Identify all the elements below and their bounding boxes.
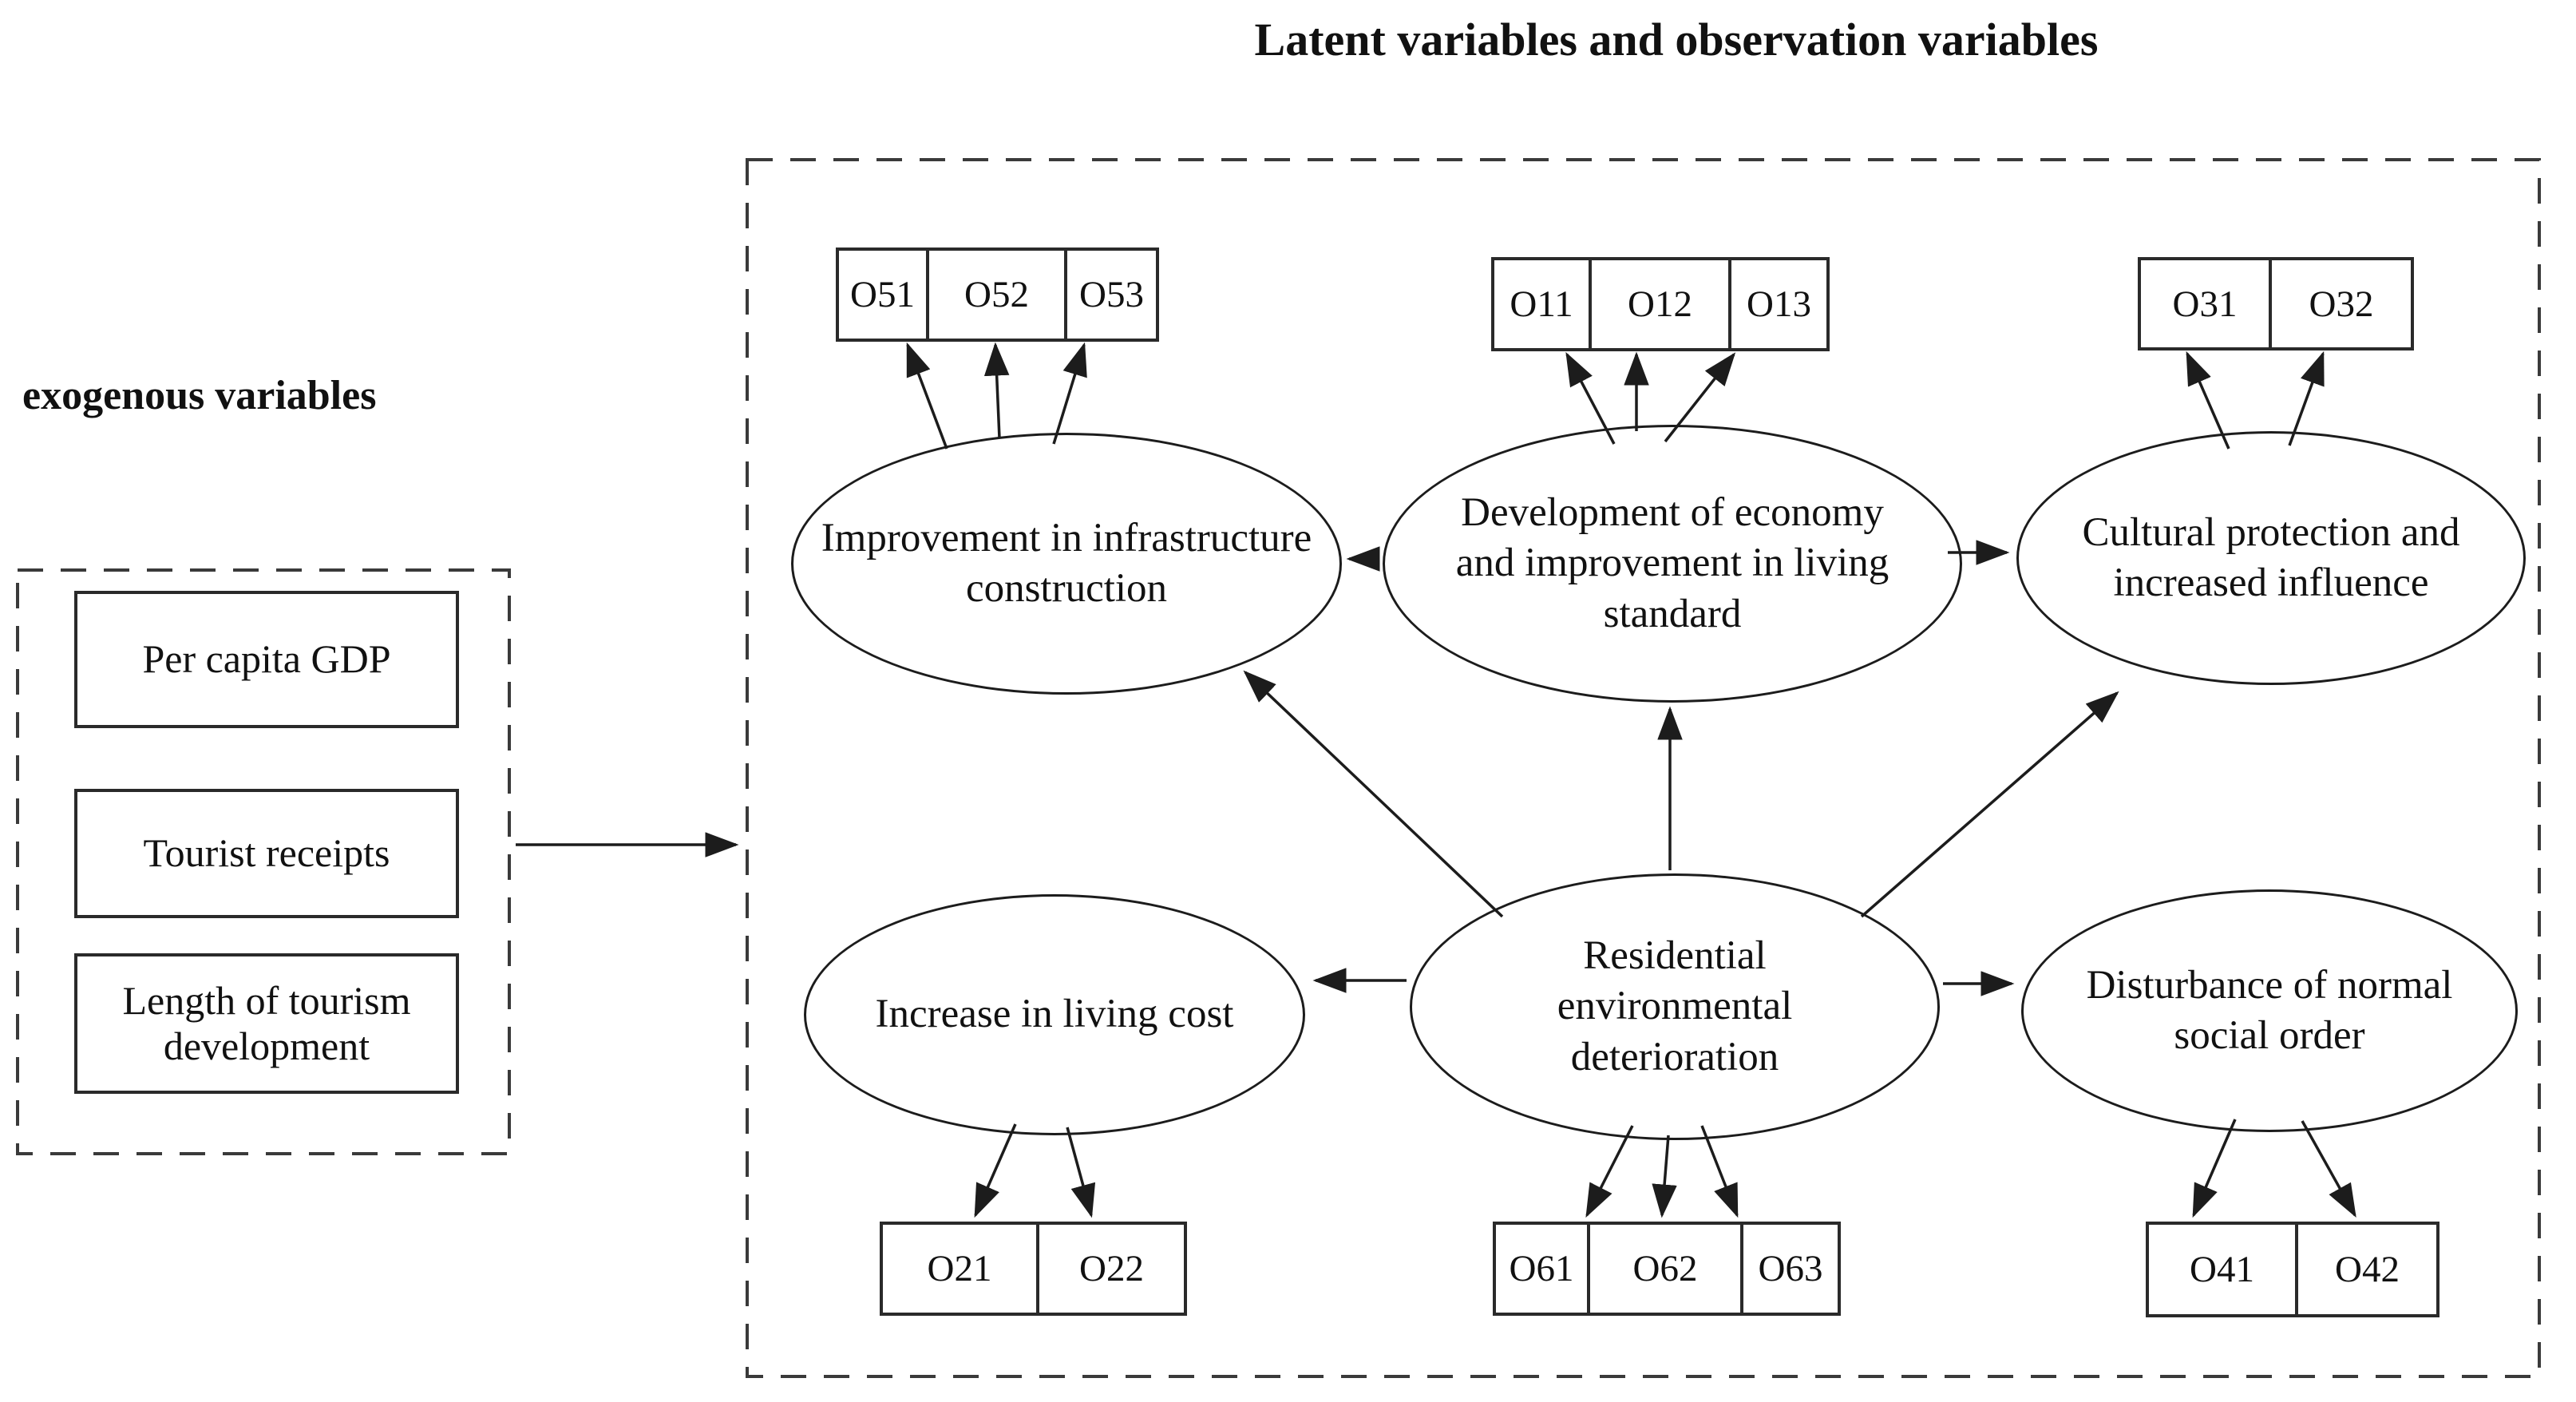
observed-box-o42: O42 [2295,1222,2439,1317]
latent-ellipse-infrastructure: Improvement in infrastructure constructi… [791,433,1342,695]
observed-box-o13: O13 [1728,257,1830,351]
latent-ellipse-environment: Residential environmental deterioration [1410,873,1940,1140]
observed-group-o4: O41 O42 [2146,1222,2439,1317]
observed-box-o22: O22 [1036,1222,1187,1316]
latent-label-economy: Development of economy and improvement i… [1455,490,1889,636]
latent-ellipse-living-cost: Increase in living cost [804,894,1305,1135]
observed-box-o51: O51 [836,248,929,342]
observed-box-o32: O32 [2269,257,2414,350]
observed-box-o52: O52 [926,248,1067,342]
latent-ellipse-social-order: Disturbance of normal social order [2021,889,2518,1132]
observed-box-o31: O31 [2138,257,2272,350]
latent-label-living-cost: Increase in living cost [875,992,1234,1037]
observed-box-o53: O53 [1064,248,1159,342]
observed-box-o62: O62 [1587,1222,1743,1316]
latent-ellipse-culture: Cultural protection and increased influe… [2016,431,2526,685]
observed-box-o21: O21 [880,1222,1039,1316]
arrow-social-order-to-o42 [2301,1120,2356,1218]
observed-box-o61: O61 [1493,1222,1590,1316]
exogenous-box-tourist-receipts: Tourist receipts [74,789,459,918]
observed-group-o5: O51 O52 O53 [836,248,1159,342]
arrow-environment-to-infrastructure [1243,670,1504,918]
latent-label-social-order: Disturbance of normal social order [2086,962,2453,1058]
arrow-infrastructure-to-o51 [906,342,948,450]
latent-label-culture: Cultural protection and increased influe… [2082,509,2460,605]
exogenous-box-length-of-tourism-development: Length of tourism development [74,953,459,1094]
observed-group-o6: O61 O62 O63 [1493,1222,1841,1316]
arrow-living-cost-to-o21 [974,1123,1017,1218]
arrow-environment-to-culture [1860,691,2119,918]
arrow-infrastructure-to-o52 [983,342,1010,439]
arrow-social-order-to-o41 [2192,1119,2237,1218]
exogenous-box-per-capita-gdp: Per capita GDP [74,591,459,728]
arrow-living-cost-to-o22 [1066,1127,1096,1218]
observed-box-o11: O11 [1491,257,1592,351]
observed-group-o1: O11 O12 O13 [1491,257,1830,351]
observed-box-o63: O63 [1740,1222,1841,1316]
observed-group-o2: O21 O22 [880,1222,1187,1316]
arrow-environment-to-o62 [1652,1135,1677,1218]
latent-ellipse-economy: Development of economy and improvement i… [1383,425,1962,703]
arrow-environment-to-o63 [1700,1125,1739,1218]
observed-group-o3: O31 O32 [2138,257,2414,350]
latent-label-environment: Residential environmental deterioration [1557,933,1793,1079]
observed-box-o41: O41 [2146,1222,2298,1317]
arrow-infrastructure-to-o53 [1052,342,1087,445]
latent-label-infrastructure: Improvement in infrastructure constructi… [821,515,1312,611]
exogenous-variables-label: exogenous variables [22,373,377,418]
arrow-environment-to-o61 [1585,1125,1634,1218]
diagram-title: Latent variables and observation variabl… [1254,14,2099,65]
observed-box-o12: O12 [1589,257,1731,351]
